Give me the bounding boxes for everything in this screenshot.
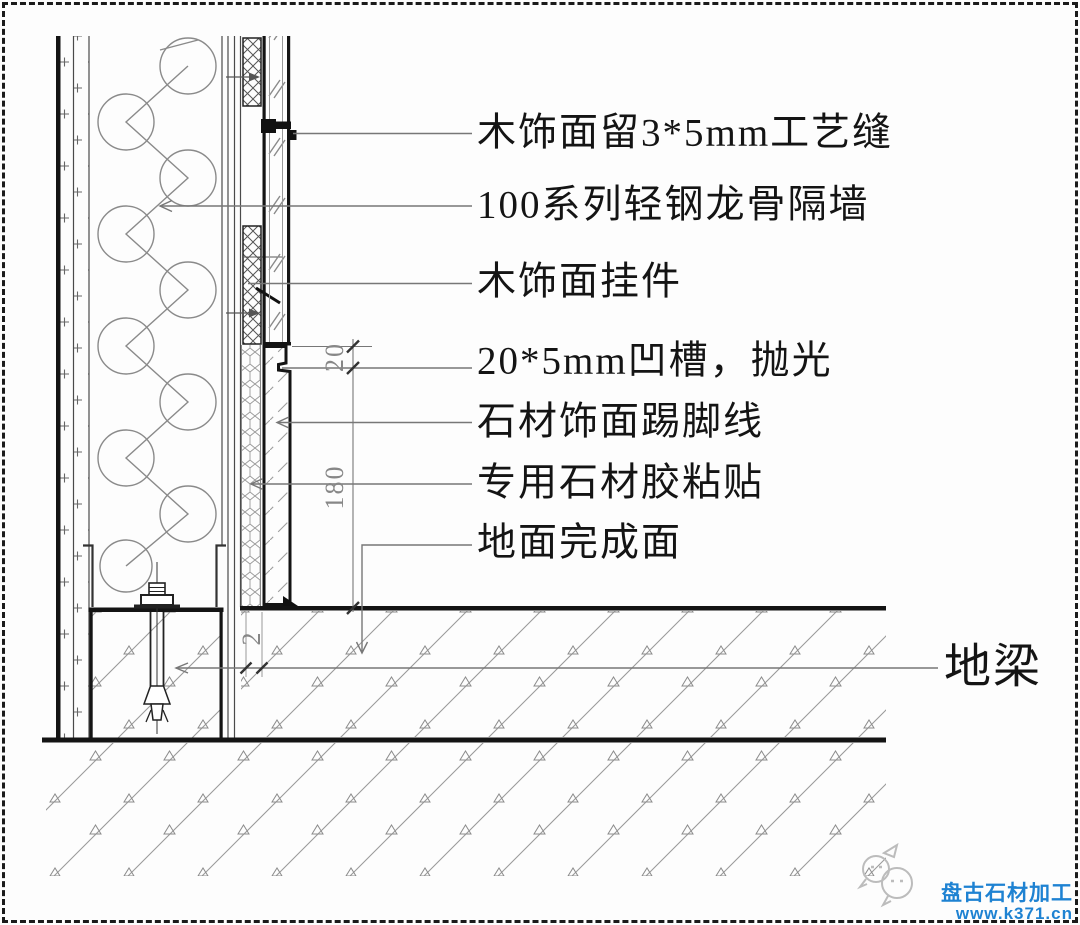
annotation-steel-stud-partition: 100系列轻钢龙骨隔墙 bbox=[477, 183, 870, 227]
soil-hatch bbox=[46, 743, 886, 876]
floor-slab-hatch bbox=[241, 611, 886, 737]
craft-seam-joint bbox=[261, 119, 297, 140]
insulation-batt bbox=[97, 37, 217, 593]
annotation-stone-skirting: 石材饰面踢脚线 bbox=[477, 400, 765, 444]
stone-adhesive-layer bbox=[241, 345, 261, 606]
brand-watermark: 盘古石材加工 bbox=[941, 882, 1073, 905]
annotation-stone-adhesive: 专用石材胶粘贴 bbox=[477, 461, 765, 505]
steel-track bbox=[83, 544, 226, 607]
ground-line bbox=[42, 737, 886, 743]
dimension-lines bbox=[239, 339, 372, 677]
annotation-wood-veneer-seam: 木饰面留3*5mm工艺缝 bbox=[477, 111, 894, 155]
annotation-ground-beam: 地梁 bbox=[944, 641, 1042, 694]
dimension-gap-2: 2 bbox=[237, 630, 266, 646]
leader-lines bbox=[158, 132, 938, 674]
wood-clip-blocks bbox=[242, 37, 282, 345]
dimension-skirting-180: 180 bbox=[320, 464, 349, 510]
annotation-wood-veneer-clip: 木饰面挂件 bbox=[477, 260, 683, 304]
website-url: www.k371.cn bbox=[955, 904, 1073, 923]
wechat-icon bbox=[856, 842, 913, 908]
stone-skirting-panel bbox=[262, 345, 298, 606]
fastener-arrows bbox=[226, 72, 260, 318]
floor-finish-line bbox=[240, 606, 886, 611]
wood-veneer-panel bbox=[262, 36, 291, 346]
annotation-polished-groove: 20*5mm凹槽，抛光 bbox=[477, 339, 833, 383]
partition-board-layers bbox=[221, 36, 242, 740]
annotation-floor-finish: 地面完成面 bbox=[477, 521, 683, 565]
left-wall bbox=[56, 36, 90, 741]
dimension-groove-20: 20 bbox=[320, 342, 349, 372]
sealant-bead bbox=[283, 596, 298, 606]
anchor-bolt bbox=[134, 562, 180, 734]
